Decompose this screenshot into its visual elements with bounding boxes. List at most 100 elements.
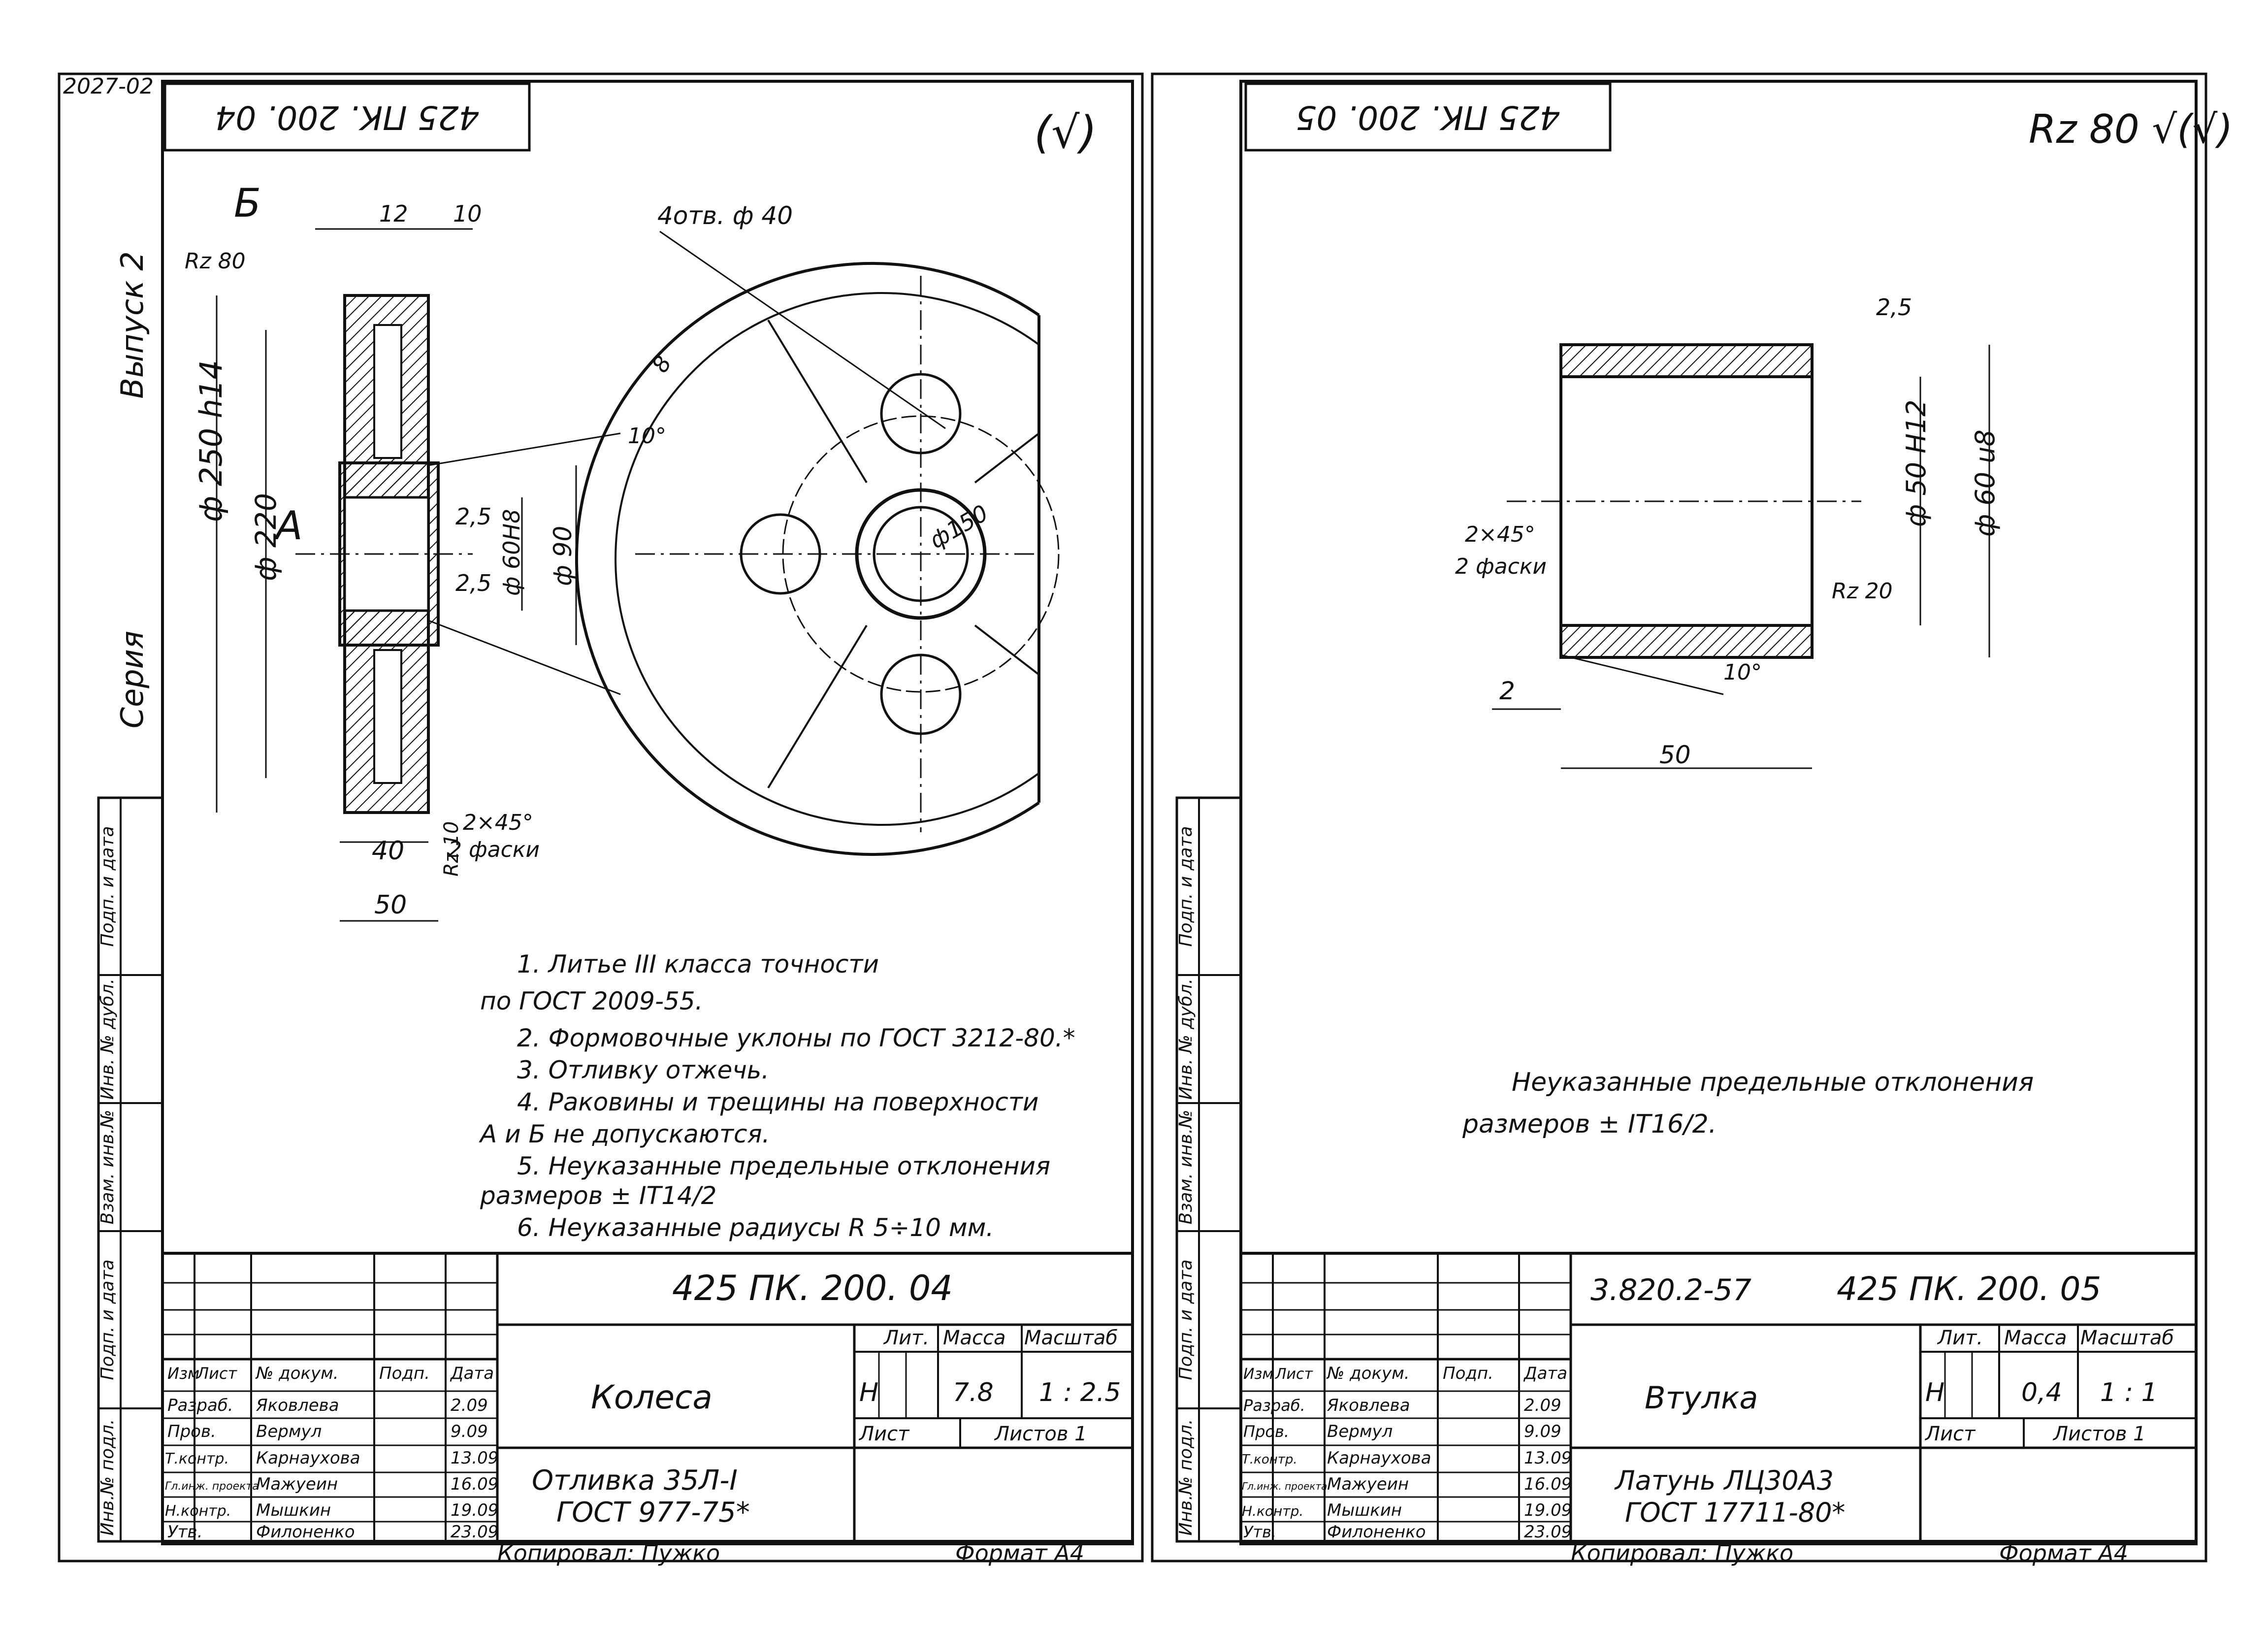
bushing-section: [1492, 343, 1990, 769]
sheet-2-series-code: 3.820.2-57: [1590, 1273, 1751, 1307]
side-field-3: Взам. инв.№: [97, 1110, 118, 1225]
chamfer-label-2: 2 фаски: [448, 837, 540, 862]
sheet-2-side-field-4: Подп. и дата: [1176, 1259, 1196, 1380]
sheet-1-staff-date-6: 23.09: [451, 1522, 498, 1542]
sheet-1: 425 ПК. 200. 04 (√) Выпуск 2 Серия Подп.…: [58, 72, 1144, 1566]
sheet-2-staff-date-6: 23.09: [1524, 1522, 1572, 1542]
sheet-2-code-box: [1244, 82, 1612, 152]
sheet-2-outer-frame: [1151, 72, 2207, 1563]
sheet-2-side-field-2: Инв. № дубл.: [1176, 978, 1196, 1100]
sheet-2-doc: № докум.: [1326, 1364, 1410, 1383]
sheet-2-staff-role-4: Гл.инж. проекта: [1242, 1480, 1327, 1492]
sheet-1-part-name: Колеса: [591, 1378, 713, 1416]
sheet-1-material-1: Отливка 35Л-I: [532, 1465, 738, 1497]
sheet-2-chamfer-label-2: 2 фаски: [1455, 554, 1547, 579]
sheet-1-mass: 7.8: [953, 1378, 994, 1407]
dim-d150: ф150: [925, 499, 993, 554]
sheet-1-staff-role-6: Утв.: [167, 1522, 202, 1542]
sheet-1-staff-name-3: Карнаухова: [256, 1448, 360, 1468]
note-4: 3. Отливку отжечь.: [517, 1056, 769, 1084]
dim-d90: ф 90: [549, 526, 577, 586]
side-field-2: Инв. № дубл.: [97, 978, 118, 1100]
sheet-1-mass-header: Масса: [943, 1327, 1006, 1349]
sheet-2-code: 425 ПК. 200. 05: [1837, 1270, 2101, 1308]
sheet-1-staff-date-3: 13.09: [451, 1448, 498, 1468]
sheet-2-copy-line: Копировал: Пужко: [1571, 1540, 1793, 1566]
sheet-1-list: Лист: [196, 1364, 237, 1383]
dim-angle: 10°: [628, 424, 666, 449]
sheet-1-material-2: ГОСТ 977-75*: [556, 1497, 750, 1529]
sheet-2-material-2: ГОСТ 17711-80*: [1625, 1497, 1845, 1528]
sheet-2-staff-name-1: Яковлева: [1327, 1396, 1410, 1415]
sheet-2-note-2: размеров ± IT16/2.: [1462, 1109, 1717, 1139]
sheet-1-staff-role-1: Разраб.: [167, 1396, 233, 1415]
sheet-2-staff-name-6: Филоненко: [1327, 1522, 1426, 1542]
sheet-2-staff-role-2: Пров.: [1243, 1422, 1289, 1441]
sheet-1-doc: № докум.: [255, 1364, 339, 1383]
sheet-1-format: Формат А4: [955, 1540, 1084, 1566]
sheet-1-roughness-general: (√): [1034, 107, 1097, 159]
sheet-2-staff-role-6: Утв.: [1243, 1523, 1276, 1541]
dim-w12: 12: [379, 200, 408, 227]
note-9: 6. Неуказанные радиусы R 5÷10 мм.: [517, 1213, 994, 1242]
sheet-1-staff-date-2: 9.09: [451, 1422, 488, 1441]
dim-d50: ф 50 Н12: [1901, 399, 1932, 527]
sheet-2-mass-header: Масса: [2004, 1327, 2067, 1349]
sheet-2-part-name: Втулка: [1645, 1380, 1758, 1416]
sheet-2-format: Формат А4: [1999, 1540, 2128, 1566]
sheet-1-izm: Изм: [167, 1364, 199, 1383]
sheet-2-chamfer-label-1: 2×45°: [1465, 522, 1535, 547]
note-5: 4. Раковины и трещины на поверхности: [517, 1088, 1038, 1116]
dim-c25b: 2,5: [455, 570, 491, 596]
dim-angle-2: 10°: [1723, 660, 1762, 685]
sheet-1-title-block: [161, 1252, 1134, 1543]
sheet-1-scale-header: Масштаб: [1024, 1327, 1118, 1349]
sheet-1-sheets-label: Листов 1: [994, 1423, 1087, 1445]
wheel-section: [216, 228, 621, 922]
sheet-2-code-mirrored: 425 ПК. 200. 05: [1296, 98, 1560, 136]
note-2: по ГОСТ 2009-55.: [480, 987, 703, 1015]
sheet-2-sheet-label: Лист: [1924, 1423, 1976, 1445]
side-field-4: Подп. и дата: [97, 1259, 118, 1380]
sheet-2-litera: Н: [1925, 1378, 1944, 1407]
note-8: размеров ± IT14/2: [480, 1181, 717, 1210]
dim-length: 50: [1659, 741, 1691, 769]
note-1: 1. Литье III класса точности: [517, 950, 879, 978]
note-6: А и Б не допускаются.: [479, 1120, 770, 1148]
sheet-2-staff-role-1: Разраб.: [1243, 1396, 1305, 1415]
sheet-2-staff-date-2: 9.09: [1524, 1422, 1561, 1441]
sheet-1-code: 425 ПК. 200. 04: [672, 1268, 953, 1308]
sheet-2-staff-date-4: 16.09: [1524, 1474, 1572, 1494]
sheet-2-sheets-label: Листов 1: [2052, 1423, 2146, 1445]
sheet-1-staff-date-1: 2.09: [451, 1396, 488, 1415]
sheet-2-staff-role-5: Н.контр.: [1242, 1503, 1303, 1519]
dim-c25a: 2,5: [455, 503, 491, 530]
roughness-rz80-a: Rz 80: [185, 249, 246, 274]
sheet-1-code-mirrored: 425 ПК. 200. 04: [215, 98, 479, 136]
note-7: 5. Неуказанные предельные отклонения: [517, 1152, 1050, 1180]
sheet-1-staff-name-6: Филоненко: [256, 1522, 355, 1542]
sheet-2-scale-header: Масштаб: [2080, 1327, 2174, 1349]
wheel-half-view: [575, 230, 1060, 856]
sheet-2-staff-name-4: Мажуеин: [1327, 1474, 1409, 1494]
sheet-2-scale: 1 : 1: [2100, 1378, 2158, 1407]
sheet-1-staff-role-4: Гл.инж. проекта: [165, 1480, 259, 1493]
dim-rz25: 2,5: [1876, 294, 1912, 321]
side-field-5: Инв.№ подл.: [97, 1419, 118, 1536]
sheet-2-roughness-general: Rz 80 √(√): [2029, 106, 2233, 152]
sheet-2-side-field-5: Инв.№ подл.: [1176, 1419, 1196, 1536]
sheet-1-litera: Н: [859, 1378, 878, 1407]
sheet-2-date: Дата: [1523, 1364, 1567, 1383]
release-label: Выпуск 2: [114, 251, 150, 398]
sheet-2-staff-date-1: 2.09: [1524, 1396, 1561, 1415]
sheet-1-notes: 1. Литье III класса точности по ГОСТ 200…: [479, 950, 1075, 1242]
sheet-1-outer-frame: [58, 72, 1144, 1563]
sheet-1-staff-role-2: Пров.: [167, 1422, 216, 1441]
dim-rib: 8: [647, 351, 677, 377]
sheet-1-copy-line: Копировал: Пужко: [497, 1540, 720, 1566]
sheet-2-list: Лист: [1275, 1366, 1314, 1383]
dim-d60: ф 60Н8: [498, 509, 525, 596]
sheet-2-staff-name-2: Вермул: [1327, 1422, 1393, 1441]
sheet-1-staff-role-3: Т.контр.: [165, 1450, 229, 1467]
sheet-1-staff-name-5: Мышкин: [256, 1500, 331, 1520]
